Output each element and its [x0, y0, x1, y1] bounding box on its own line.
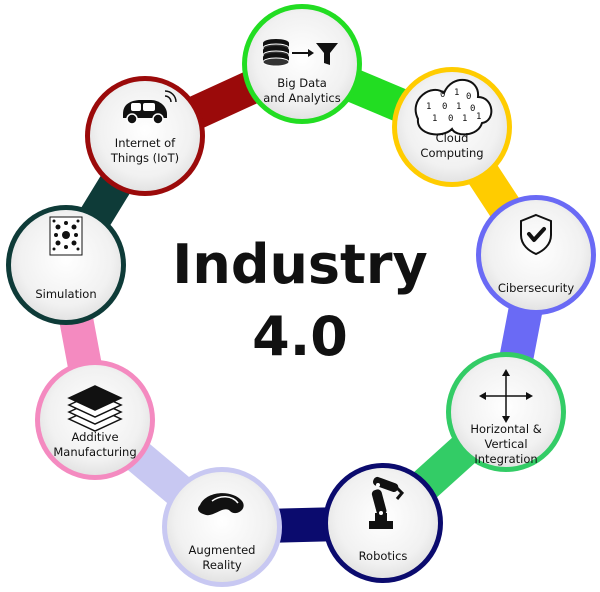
- svg-text:0: 0: [448, 114, 453, 124]
- particles-icon: [49, 216, 83, 256]
- node-label-robotics: Robotics: [358, 549, 408, 563]
- svg-text:1: 1: [476, 112, 481, 122]
- node-label-augmented-reality: Augmented Reality: [188, 543, 256, 572]
- svg-text:0: 0: [440, 90, 445, 100]
- node-label-big-data: Big Data and Analytics: [263, 76, 341, 105]
- title-line-1: Industry: [172, 233, 428, 296]
- four-way-arrows-icon: [479, 369, 533, 423]
- vr-headset-icon: [198, 493, 244, 516]
- svg-text:0: 0: [470, 104, 475, 114]
- node-label-cibersecurity: Cibersecurity: [497, 281, 575, 295]
- node-label-iot: Internet of Things (IoT): [110, 136, 180, 165]
- title-line-2: 4.0: [252, 305, 348, 368]
- node-label-cloud: Cloud Computing: [420, 131, 484, 160]
- svg-text:1: 1: [462, 114, 467, 124]
- node-augmented-reality: [162, 467, 282, 587]
- node-label-simulation: Simulation: [35, 287, 97, 301]
- node-big-data: [242, 4, 362, 124]
- svg-text:1: 1: [426, 102, 431, 112]
- database-filter-icon: [262, 39, 338, 67]
- svg-text:1: 1: [432, 114, 437, 124]
- node-face-big-data: [247, 9, 357, 119]
- node-label-integration: Horizontal & Vertical Integration: [470, 422, 542, 466]
- svg-text:1: 1: [456, 102, 461, 112]
- node-face-augmented-reality: [167, 472, 277, 582]
- shield-check-icon: [520, 213, 552, 256]
- svg-text:0: 0: [466, 92, 471, 102]
- layers-icon: [67, 385, 123, 432]
- svg-text:1: 1: [454, 88, 459, 98]
- node-simulation: [6, 205, 126, 325]
- node-face-iot: [90, 81, 200, 191]
- robot-arm-icon: [369, 476, 405, 529]
- svg-text:0: 0: [442, 102, 447, 112]
- connected-car-icon: [123, 90, 177, 125]
- node-face-simulation: [11, 210, 121, 320]
- node-label-additive: Additive Manufacturing: [53, 430, 137, 459]
- node-iot: [85, 76, 205, 196]
